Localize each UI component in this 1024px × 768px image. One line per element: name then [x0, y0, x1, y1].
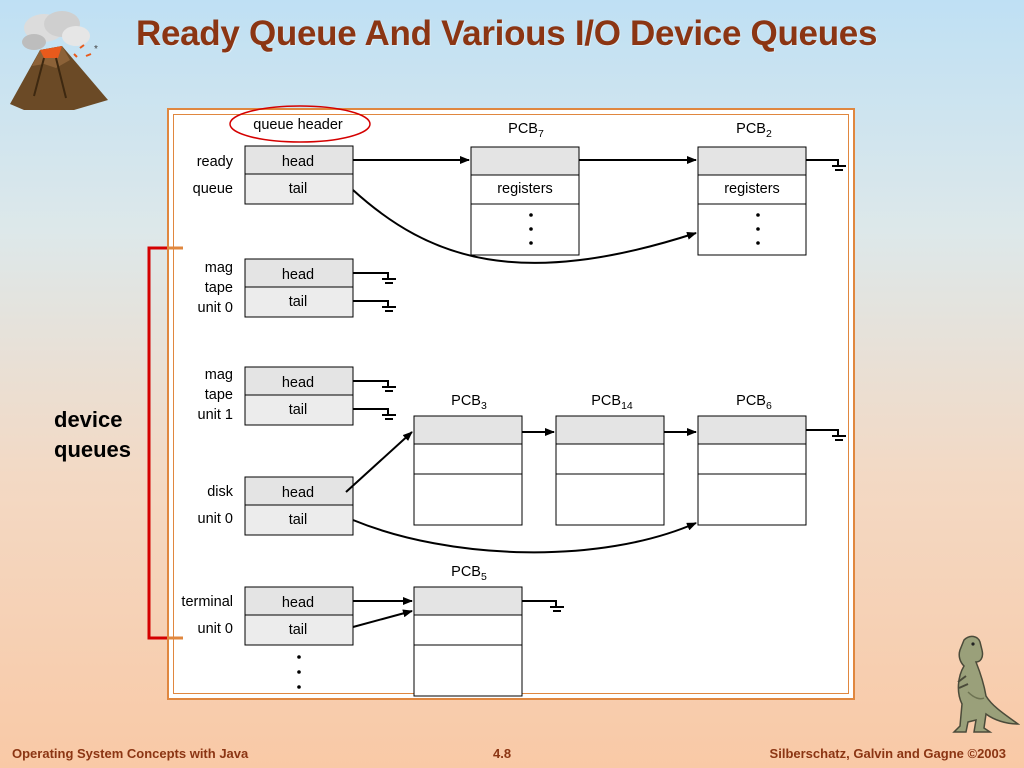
queue-name-tape1-2: tape — [205, 387, 233, 403]
pcb5-body-cell — [413, 644, 523, 697]
tape0-head-label: head — [282, 267, 314, 283]
dinosaur-icon — [952, 635, 1020, 733]
pcb5-label: PCB5 — [451, 564, 487, 583]
device-queues-label: device queues — [54, 405, 154, 465]
queue-name-terminal-1: terminal — [181, 594, 233, 610]
terminal-tail-cell — [244, 614, 354, 646]
disk-tail-cell — [244, 504, 354, 536]
pcb2-body-cell — [697, 203, 807, 256]
slide-title: Ready Queue And Various I/O Device Queue… — [136, 14, 878, 53]
volcano-icon: * — [10, 11, 108, 110]
disk-tail-label: tail — [289, 512, 308, 528]
queue-name-tape0-1: mag — [205, 260, 233, 276]
pcb3-body-cell — [413, 473, 523, 526]
pcb3-label: PCB3 — [451, 393, 487, 412]
terminal-tail-label: tail — [289, 622, 308, 638]
tape0-head-cell — [244, 258, 354, 288]
pcb14-link-cell — [555, 415, 665, 445]
disk-tail-arrow — [352, 519, 697, 554]
terminal-head-label: head — [282, 595, 314, 611]
terminal-head-cell — [244, 586, 354, 616]
tape1-tail-label: tail — [289, 402, 308, 418]
device-queues-label-line2: queues — [54, 437, 132, 462]
ready-tail-arrow — [352, 189, 697, 264]
svg-text:*: * — [94, 44, 98, 55]
queue-name-disk-1: disk — [207, 484, 234, 500]
pcb6-link-cell — [697, 415, 807, 445]
queue-header-label: queue header — [253, 117, 343, 133]
pcb3-cell-2 — [413, 443, 523, 475]
pcb7-registers-label: registers — [497, 181, 553, 197]
pcb6-label: PCB6 — [736, 393, 772, 412]
disk-head-arrow — [345, 431, 413, 493]
ready-head-label: head — [282, 154, 314, 170]
queue-name-ready: ready — [197, 154, 234, 170]
queue-name-terminal-2: unit 0 — [198, 621, 233, 637]
tape1-head-cell — [244, 366, 354, 396]
pcb2-registers-label: registers — [724, 181, 780, 197]
pcb6-cell-2 — [697, 443, 807, 475]
pcb7-registers-cell — [470, 174, 580, 205]
pcb7-link-cell — [470, 146, 580, 176]
disk-head-cell — [244, 476, 354, 506]
pcb6-body-cell — [697, 473, 807, 526]
pcb3-link-cell — [413, 415, 523, 445]
pcb7-body-cell — [470, 203, 580, 256]
disk-head-label: head — [282, 485, 314, 501]
pcb2-link-cell — [697, 146, 807, 176]
pcb5-link-cell — [413, 586, 523, 616]
null-terminators — [353, 159, 846, 612]
pcb2-label: PCB2 — [736, 121, 772, 140]
queue-name-disk-2: unit 0 — [198, 511, 233, 527]
pcb5-cell-2 — [413, 614, 523, 646]
terminal-tail-arrow — [352, 609, 413, 628]
pcb7-label: PCB7 — [508, 121, 544, 140]
tape1-tail-cell — [244, 394, 354, 426]
queue-name-tape1-1: mag — [205, 367, 233, 383]
footer-copyright: Silberschatz, Galvin and Gagne ©2003 — [769, 746, 1006, 761]
queue-names: ready queue mag tape unit 0 mag tape uni… — [181, 154, 233, 637]
queue-header-ellipse — [229, 105, 371, 143]
device-queues-label-line1: device — [54, 407, 123, 432]
pcb14-label: PCB14 — [591, 393, 633, 412]
queue-name-tape0-2: tape — [205, 280, 233, 296]
footer-slide-number: 4.8 — [493, 746, 512, 761]
queue-name-tape1-3: unit 1 — [198, 407, 233, 423]
ready-tail-cell — [244, 173, 354, 205]
device-queues-bracket — [147, 246, 183, 640]
queue-name-tape0-3: unit 0 — [198, 300, 233, 316]
tape1-head-label: head — [282, 375, 314, 391]
ready-head-cell — [244, 145, 354, 175]
queue-name-ready-2: queue — [193, 181, 233, 197]
pcb-ellipsis-dots — [529, 213, 760, 245]
pcb14-body-cell — [555, 473, 665, 526]
pcb14-cell-2 — [555, 443, 665, 475]
pcb2-registers-cell — [697, 174, 807, 205]
queue-continuation-dots — [297, 655, 301, 689]
footer-course-title: Operating System Concepts with Java — [12, 746, 249, 761]
tape0-tail-label: tail — [289, 294, 308, 310]
ready-tail-label: tail — [289, 181, 308, 197]
